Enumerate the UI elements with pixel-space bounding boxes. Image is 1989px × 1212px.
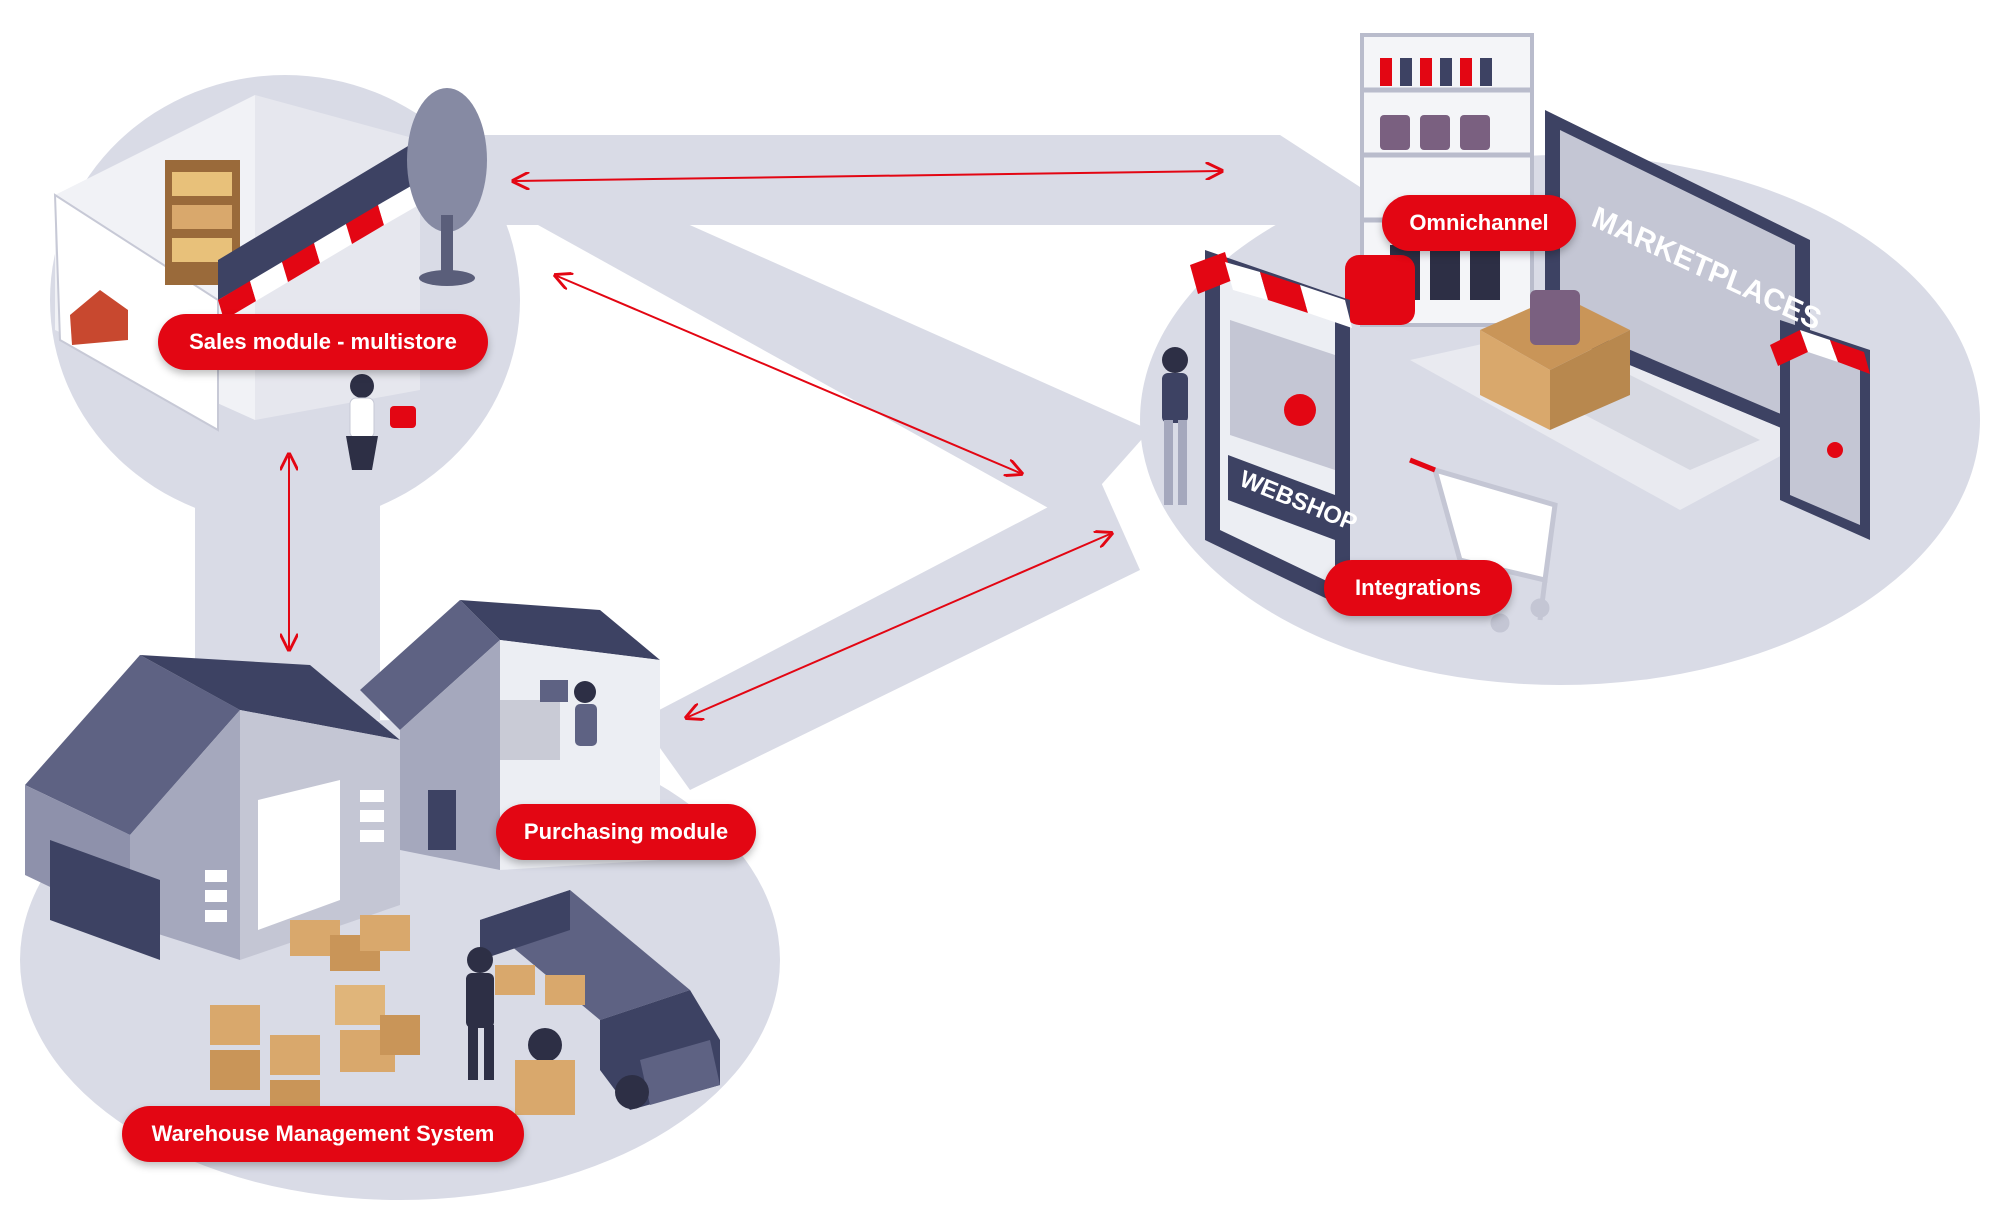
arrow-store-omnichannel	[515, 171, 1220, 181]
warehouse-illustration	[25, 655, 400, 960]
shelf-illustration	[1345, 33, 1534, 327]
office-worker-icon	[574, 681, 596, 703]
arrow-store-webshop	[557, 276, 1020, 473]
boxes-icon	[210, 915, 420, 1110]
store-illustration	[53, 88, 487, 470]
flow-arrows	[289, 171, 1220, 717]
arrow-warehouse-webshop	[688, 534, 1110, 717]
tablet-icon	[1770, 320, 1870, 540]
shopper-icon	[346, 374, 416, 470]
tree-icon	[407, 88, 487, 232]
phone-icon: WEBSHOP	[1190, 250, 1361, 610]
omnichannel-label: Omnichannel	[1382, 195, 1576, 251]
cart-icon	[1284, 394, 1316, 426]
road-diagonal-warehouse	[640, 480, 1140, 790]
purchasing-module-label: Purchasing module	[496, 804, 756, 860]
sales-module-label: Sales module - multistore	[158, 314, 488, 370]
customer-icon	[1162, 347, 1188, 505]
truck-icon	[480, 890, 720, 1110]
road-diagonal-store	[520, 185, 1150, 520]
wms-label: Warehouse Management System	[122, 1106, 524, 1162]
warehouse-worker-icon	[466, 947, 575, 1115]
integrations-label: Integrations	[1324, 560, 1512, 616]
